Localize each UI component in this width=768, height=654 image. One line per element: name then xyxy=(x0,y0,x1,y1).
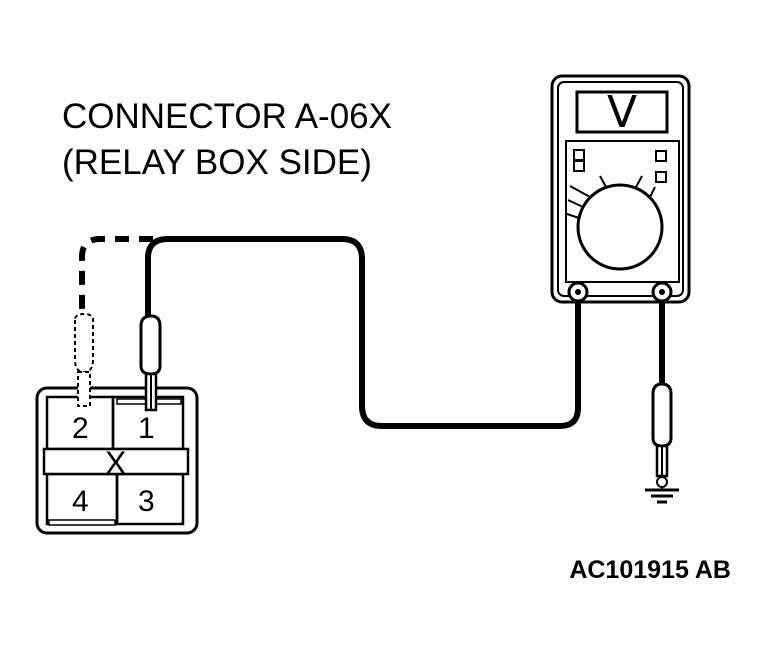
pin-label-2: 2 xyxy=(72,412,89,445)
meter-display-unit: V xyxy=(607,87,637,138)
pin-label-1: 1 xyxy=(138,412,155,445)
lock-band xyxy=(42,447,190,476)
connector-title: CONNECTOR A-06X xyxy=(62,97,392,136)
ground-icon xyxy=(645,476,679,504)
pin-label-4: 4 xyxy=(72,485,89,518)
pin-label-3: 3 xyxy=(138,485,155,518)
figure-code: AC101915 AB xyxy=(569,556,731,584)
probe-pin1 xyxy=(139,236,581,429)
multimeter: V xyxy=(550,74,691,304)
meter-button-top-left xyxy=(573,149,585,161)
dashed-probe-pin2 xyxy=(74,236,153,407)
center-mark: X xyxy=(105,445,126,481)
meter-display xyxy=(575,90,669,134)
meter-button-mid-left xyxy=(573,160,585,172)
meter-button-mid-right xyxy=(655,171,667,183)
meter-button-top-right xyxy=(655,150,667,162)
ground-probe xyxy=(651,301,673,478)
selector-dial xyxy=(576,183,664,271)
connector-subtitle: (RELAY BOX SIDE) xyxy=(62,143,372,182)
